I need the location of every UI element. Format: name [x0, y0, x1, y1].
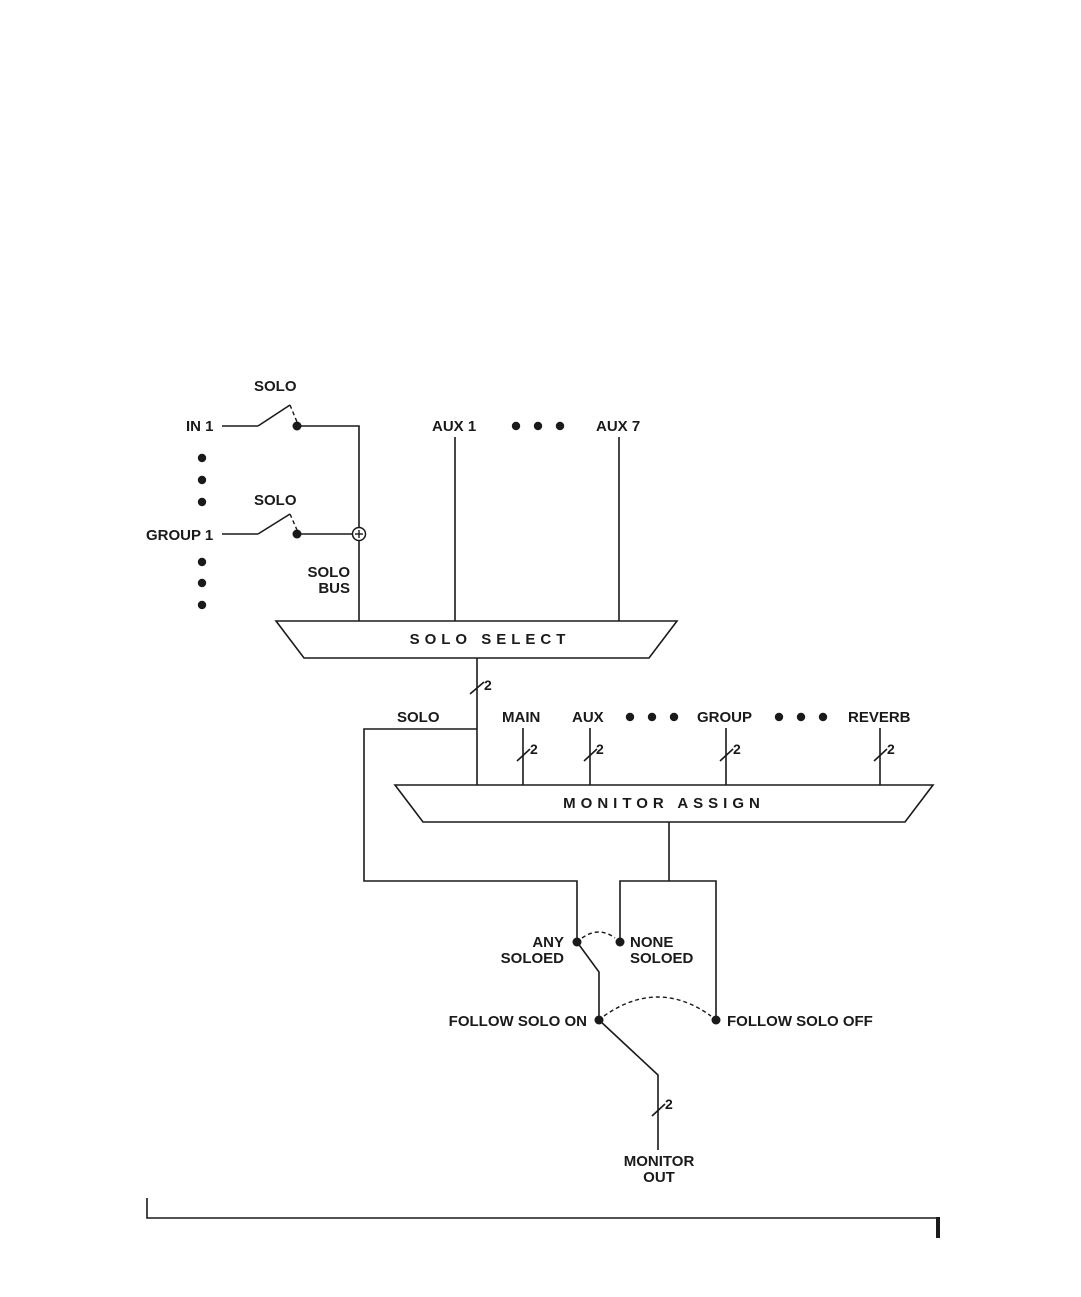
solo-bus-label-line1: SOLO [307, 564, 350, 581]
solo-bus-label-line2: BUS [318, 580, 350, 597]
solo-feed-wire [364, 729, 577, 942]
in1-label: IN 1 [186, 418, 214, 435]
aux-inputs: AUX 1 AUX 7 [432, 418, 640, 621]
in1-solo-switch-actuator [290, 405, 297, 422]
aux7-label: AUX 7 [596, 418, 640, 435]
any-soloed-label-line1: ANY [532, 934, 564, 951]
ellipsis-dot [775, 713, 783, 721]
ellipsis-dot [198, 498, 206, 506]
monitor-out-label-line1: MONITOR [624, 1153, 695, 1170]
follow-solo-on-label: FOLLOW SOLO ON [449, 1013, 587, 1030]
none-soloed-label-line1: NONE [630, 934, 673, 951]
ellipsis-dot [648, 713, 656, 721]
any-soloed-label-line2: SOLOED [501, 950, 565, 967]
ellipsis-dot [198, 476, 206, 484]
main-label: MAIN [502, 709, 540, 726]
page-footer-rule [147, 1198, 938, 1218]
solo-select-label: SOLO SELECT [410, 631, 571, 648]
aux-channel-count: 2 [596, 741, 604, 757]
solo-switch-label-group1: SOLO [254, 492, 297, 509]
in1-solo-bus-wire [297, 426, 359, 528]
ellipsis-dot [534, 422, 542, 430]
ellipsis-dot [198, 454, 206, 462]
page-corner-mark [936, 1217, 940, 1238]
follow-solo-off-label: FOLLOW SOLO OFF [727, 1013, 873, 1030]
solo-select-channel-count: 2 [484, 677, 492, 693]
monitor-out-channel-count: 2 [665, 1096, 673, 1112]
group1-solo-switch-blade [258, 514, 290, 534]
reverb-channel-count: 2 [887, 741, 895, 757]
solo-switch-label-in1: SOLO [254, 378, 297, 395]
follow-solo-switch: FOLLOW SOLO ON FOLLOW SOLO OFF [449, 997, 873, 1150]
soloed-switch: ANY SOLOED NONE SOLOED [501, 932, 694, 1020]
monitor-assign-block: MONITOR ASSIGN [395, 785, 933, 822]
follow-solo-switch-blade [599, 1020, 658, 1150]
ellipsis-dot [512, 422, 520, 430]
solo-feed-label: SOLO [397, 709, 440, 726]
none-soloed-contact [616, 938, 625, 947]
soloed-switch-blade [577, 942, 599, 1020]
main-channel-count: 2 [530, 741, 538, 757]
group-label: GROUP [697, 709, 752, 726]
none-soloed-label-line2: SOLOED [630, 950, 694, 967]
input-section: SOLO IN 1 SOLO GROUP 1 SOLO BUS [146, 378, 366, 621]
in1-solo-switch-blade [258, 405, 290, 426]
group-channel-count: 2 [733, 741, 741, 757]
ellipsis-dot [819, 713, 827, 721]
solo-select-block: SOLO SELECT [276, 621, 677, 658]
ellipsis-dot [797, 713, 805, 721]
ellipsis-dot [556, 422, 564, 430]
group1-label: GROUP 1 [146, 527, 213, 544]
summing-node-icon [353, 528, 366, 541]
reverb-label: REVERB [848, 709, 911, 726]
ellipsis-dot [198, 601, 206, 609]
soloed-switch-link [582, 932, 615, 938]
ellipsis-dot [198, 558, 206, 566]
aux-label: AUX [572, 709, 604, 726]
ellipsis-dot [670, 713, 678, 721]
monitor-out-label-line2: OUT [643, 1169, 675, 1186]
ellipsis-dot [626, 713, 634, 721]
follow-solo-switch-link [604, 997, 711, 1016]
follow-solo-off-contact [712, 1016, 721, 1025]
aux1-label: AUX 1 [432, 418, 476, 435]
monitor-assign-inputs: MAIN 2 AUX 2 GROUP 2 REVERB 2 [502, 709, 911, 785]
ellipsis-dot [198, 579, 206, 587]
monitor-assign-label: MONITOR ASSIGN [563, 795, 765, 812]
group1-solo-switch-actuator [290, 514, 297, 530]
